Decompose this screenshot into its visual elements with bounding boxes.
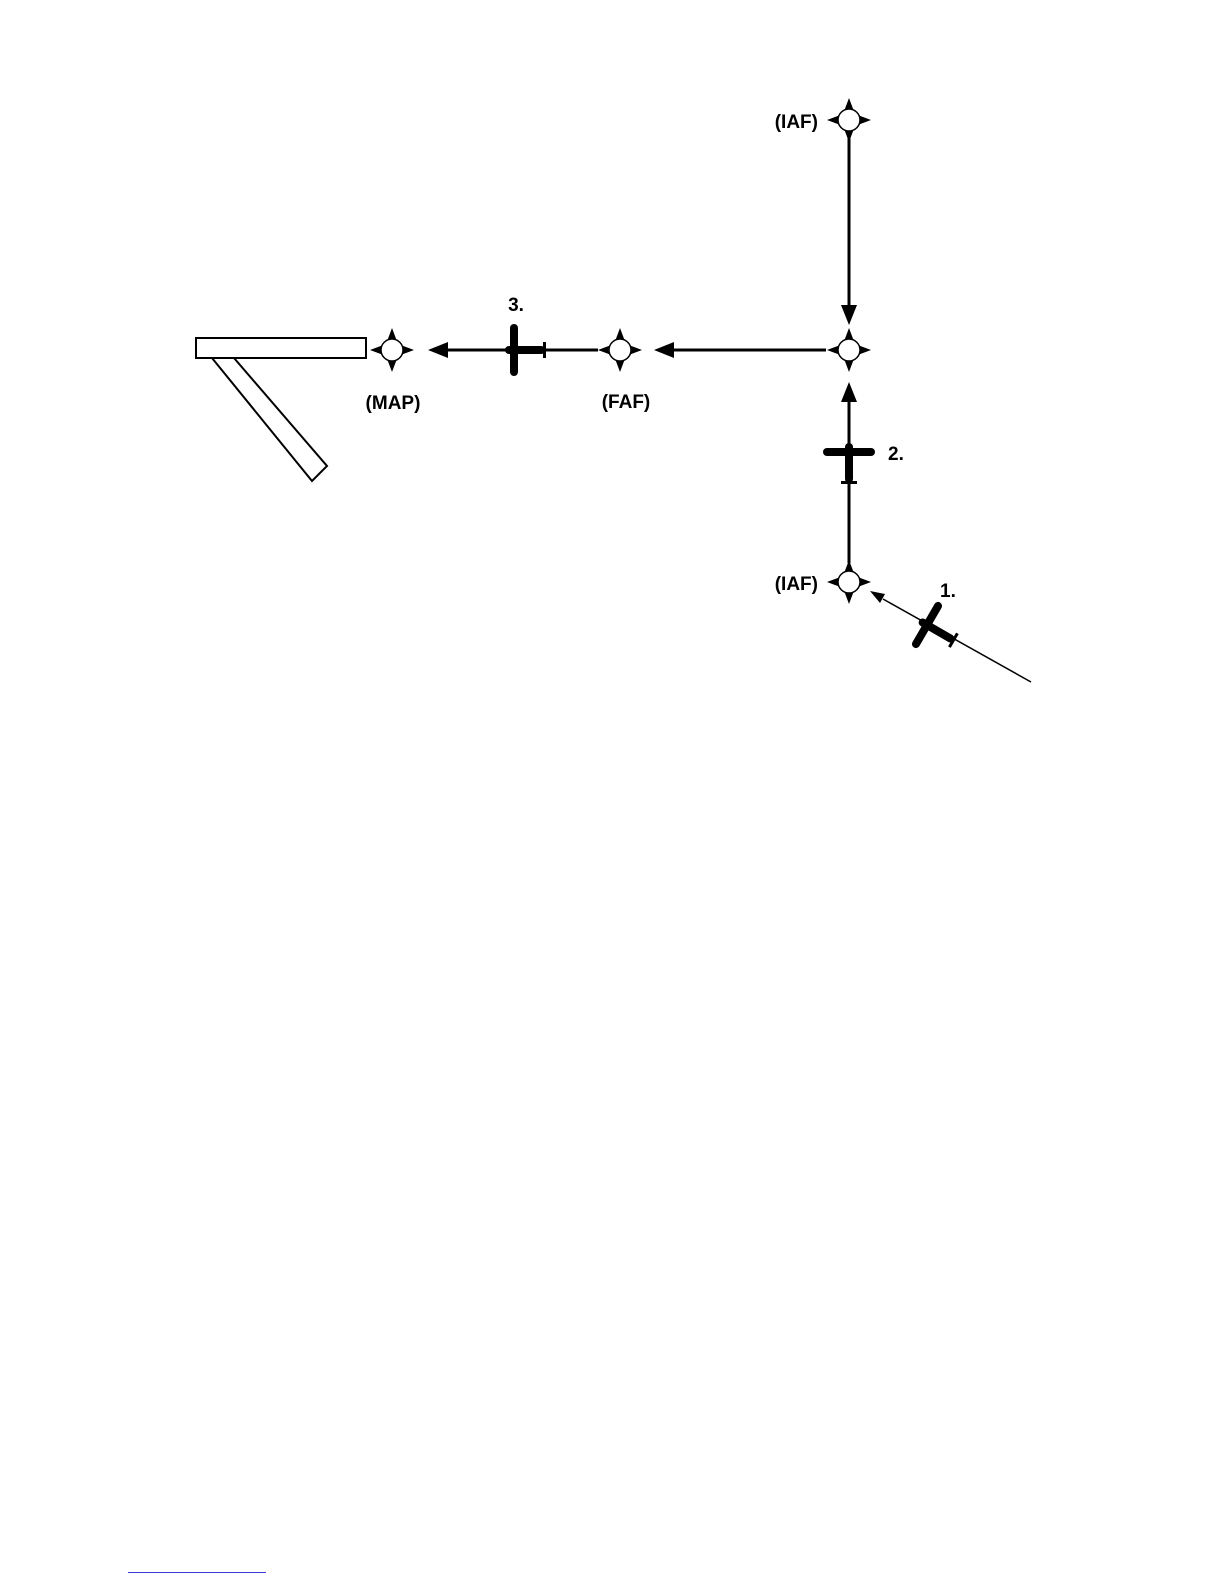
iaf-south-label: (IAF): [775, 574, 818, 595]
aircraft-2-icon: [823, 443, 875, 484]
iaf-south-fix-icon: [827, 560, 871, 604]
north-feeder-arrowhead: [841, 305, 857, 325]
footer-rule: [128, 1572, 266, 1573]
runway: [196, 338, 366, 481]
intermediate-fix-icon: [827, 328, 871, 372]
step-2-label: 2.: [888, 444, 904, 465]
faf-fix-icon: [598, 328, 642, 372]
map-fix-icon: [370, 328, 414, 372]
intermediate-segment-arrowhead: [654, 342, 674, 358]
inbound-course-arrowhead: [870, 591, 885, 603]
step-3-label: 3.: [508, 295, 524, 316]
faf-label: (FAF): [602, 392, 651, 413]
inbound-course-line: [883, 599, 1031, 682]
south-feeder-arrowhead: [841, 382, 857, 402]
iaf-north-fix-icon: [827, 98, 871, 142]
aircraft-1-icon: [906, 598, 968, 664]
map-label: (MAP): [366, 393, 421, 414]
step-1-label: 1.: [940, 581, 956, 602]
aircraft-3-icon: [505, 324, 546, 376]
iaf-north-label: (IAF): [775, 112, 818, 133]
final-segment-arrowhead: [428, 342, 448, 358]
